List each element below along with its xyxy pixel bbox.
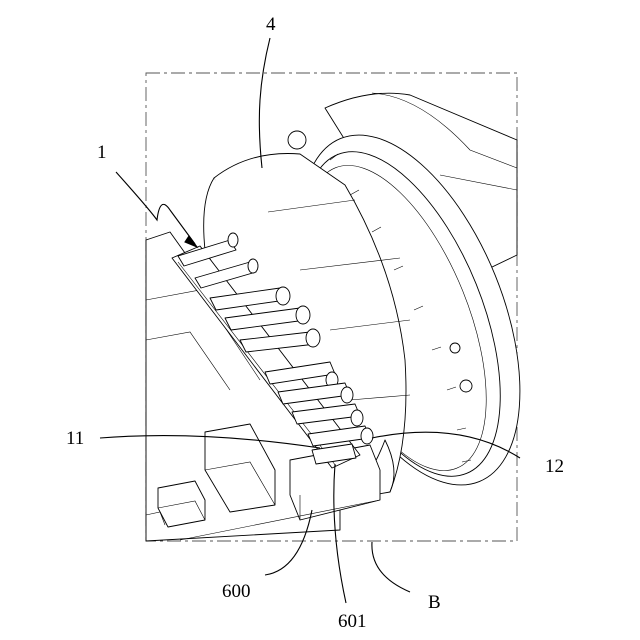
label-601: 601 [338,611,367,632]
label-4: 4 [266,14,276,35]
label-11: 11 [66,428,84,449]
leader-b [372,542,410,592]
label-600: 600 [222,581,251,602]
leader-4 [259,38,270,168]
label-b: B [428,592,441,613]
label-12: 12 [545,456,564,477]
leader-1 [116,172,195,244]
label-1: 1 [97,142,107,163]
